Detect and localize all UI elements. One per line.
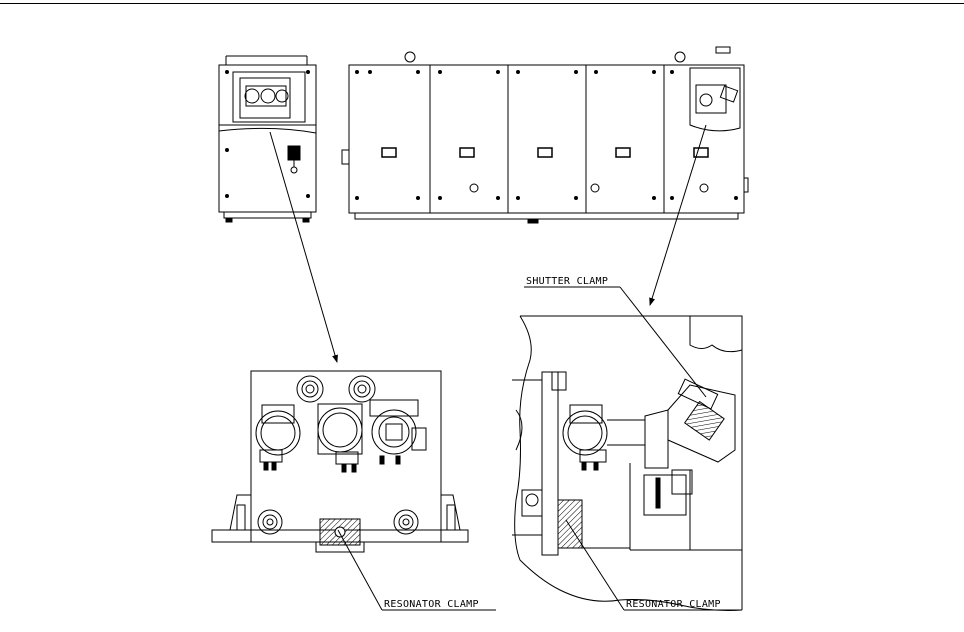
end-view bbox=[219, 56, 316, 222]
resonator-detail-right bbox=[512, 316, 742, 610]
resonator-detail-left bbox=[212, 371, 468, 552]
side-view bbox=[342, 47, 748, 223]
resonator-clamp-label-left: RESONATOR CLAMP bbox=[384, 599, 479, 610]
detail-arrow-left bbox=[270, 132, 337, 362]
resonator-clamp-label-right: RESONATOR CLAMP bbox=[626, 599, 721, 610]
shutter-clamp-label: SHUTTER CLAMP bbox=[526, 276, 608, 287]
detail-arrow-right bbox=[650, 125, 706, 305]
